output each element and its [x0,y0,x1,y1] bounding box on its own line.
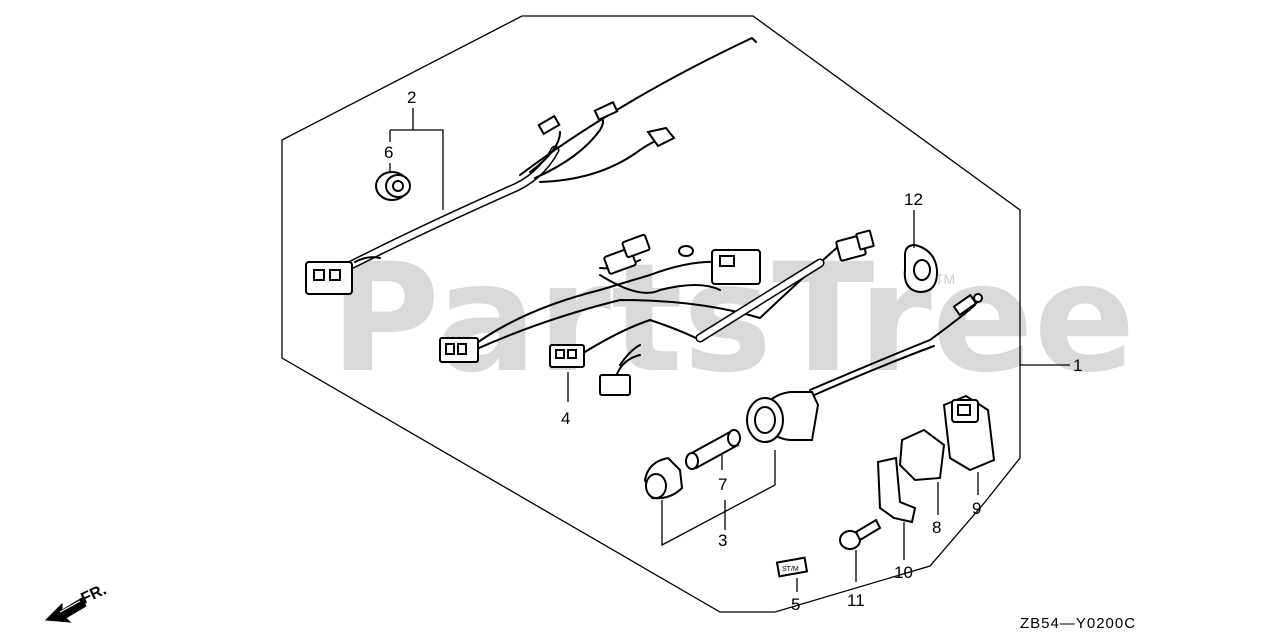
callout-8: 8 [932,518,941,537]
callout-12: 12 [904,190,923,209]
socket-part-3[interactable] [746,391,820,443]
direction-label: FR. [79,581,110,607]
connector-cover-part-9[interactable] [942,394,996,472]
label-plate-part-5[interactable]: ST/M [775,556,809,578]
bracket-part-10[interactable] [876,456,917,524]
callouts: 1 2 3 4 5 6 7 8 9 10 11 12 [384,88,1082,614]
boot-part-8[interactable] [898,428,946,482]
label-plate-text: ST/M [782,566,799,573]
clamp-part-12[interactable] [903,243,939,294]
callout-2: 2 [407,88,416,107]
diagram-code: ZB54—Y0200C [1020,615,1136,632]
assembly-boundary [281,15,1021,613]
callout-7: 7 [718,475,727,494]
callout-6: 6 [384,143,393,162]
callout-11: 11 [847,591,865,610]
callout-10: 10 [894,563,913,582]
direction-indicator: FR. [44,581,110,623]
fuse-cap[interactable] [643,456,684,500]
callout-5: 5 [791,595,800,614]
leader-lines [389,108,1070,592]
callout-4: 4 [561,409,570,428]
fuse-part-7[interactable] [685,429,741,470]
lead-part-1[interactable] [809,293,983,397]
callout-1: 1 [1073,356,1082,375]
direction-arrow-icon [44,597,87,623]
screw-part-11[interactable] [839,518,882,550]
harness-part-4[interactable] [439,229,875,396]
watermark-trademark: TM [935,271,955,287]
callout-3: 3 [718,531,727,550]
callout-9: 9 [972,499,981,518]
grommet-part-6[interactable] [375,171,411,201]
harness-part-2[interactable] [305,37,757,295]
